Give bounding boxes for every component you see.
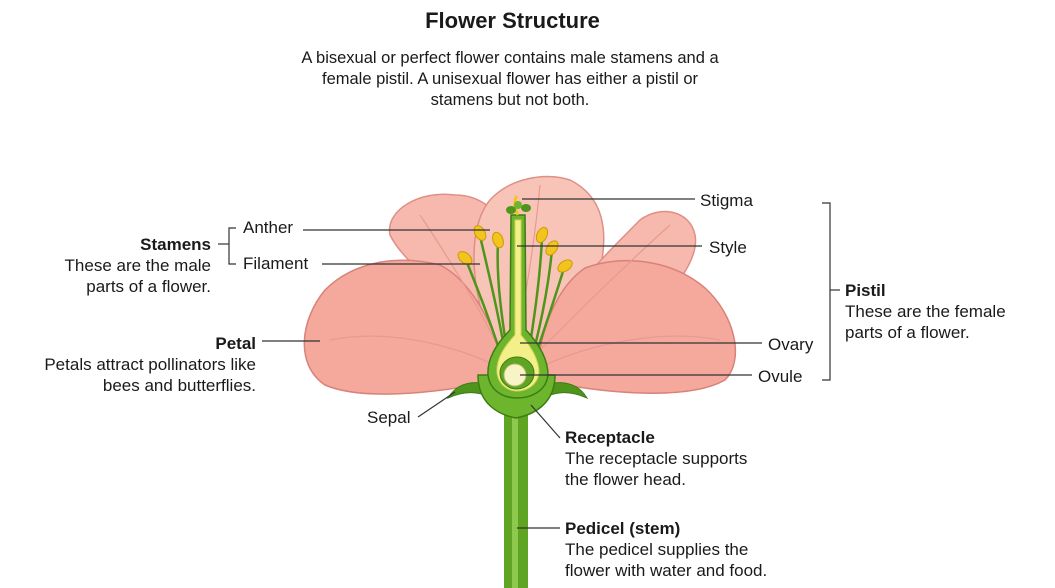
- petal-heading: Petal: [215, 334, 256, 353]
- petal-right: [539, 259, 737, 394]
- petal-desc-line1: Petals attract pollinators like: [44, 355, 256, 374]
- receptacle-desc-line1: The receptacle supports: [565, 449, 748, 468]
- stamens-heading: Stamens: [140, 235, 211, 254]
- stigma: [506, 195, 531, 216]
- receptacle-desc-line2: the flower head.: [565, 470, 686, 489]
- ovary-label: Ovary: [768, 335, 814, 354]
- style-label: Style: [709, 238, 747, 257]
- filament-label: Filament: [243, 254, 309, 273]
- anther-label: Anther: [243, 218, 294, 237]
- pedicel-heading: Pedicel (stem): [565, 519, 681, 538]
- receptacle-heading: Receptacle: [565, 428, 655, 447]
- pistil-desc-line2: parts of a flower.: [845, 323, 970, 342]
- diagram-title: Flower Structure: [425, 8, 600, 33]
- pistil-desc-line1: These are the female: [845, 302, 1006, 321]
- pedicel-desc-line1: The pedicel supplies the: [565, 540, 749, 559]
- receptacle-label: Receptacle The receptacle supports the f…: [565, 427, 747, 490]
- stamens-desc-line1: These are the male: [64, 256, 211, 275]
- stamens-desc-line2: parts of a flower.: [86, 277, 211, 296]
- pistil-label: Pistil These are the female parts of a f…: [845, 280, 1006, 343]
- pedicel-label: Pedicel (stem) The pedicel supplies the …: [565, 518, 767, 581]
- stigma-label: Stigma: [700, 191, 753, 210]
- anthers: [457, 225, 573, 273]
- petal-label: Petal Petals attract pollinators like be…: [44, 333, 256, 396]
- ovule-label: Ovule: [758, 367, 803, 386]
- petals: [303, 175, 737, 395]
- stamens-label: Stamens These are the male parts of a fl…: [65, 234, 211, 297]
- intro-text: A bisexual or perfect flower contains ma…: [301, 49, 719, 109]
- sepal-label: Sepal: [367, 408, 411, 427]
- petal-desc-line2: bees and butterflies.: [102, 376, 256, 395]
- petal-left: [303, 259, 501, 395]
- pistil-heading: Pistil: [845, 281, 886, 300]
- pedicel-desc-line2: flower with water and food.: [565, 561, 768, 580]
- leader-lines: [218, 198, 840, 529]
